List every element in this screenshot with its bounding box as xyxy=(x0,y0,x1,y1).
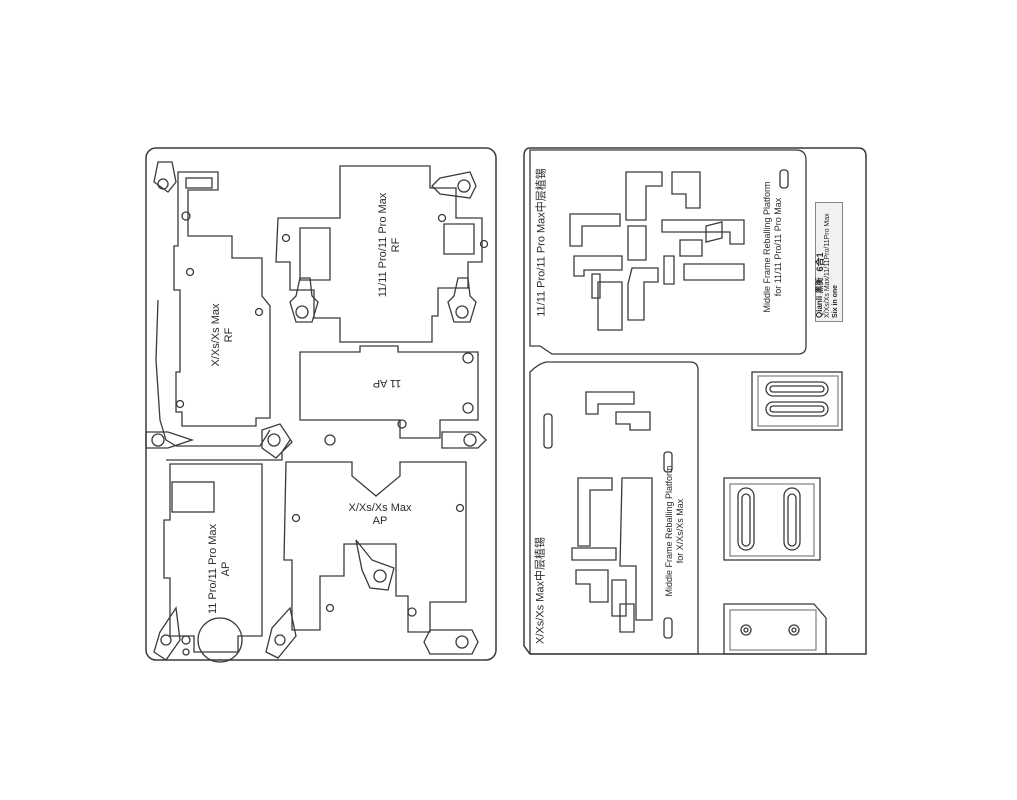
platform-11-slot xyxy=(779,169,789,189)
screw-post xyxy=(423,629,479,655)
screw-posts xyxy=(145,161,487,661)
platform-x-title: X/Xs/Xs Max中层植锡 xyxy=(534,537,547,644)
alignment-holes xyxy=(175,211,489,656)
label-rf-xxsmax: X/Xs/Xs Max RF xyxy=(210,290,236,380)
rf-xxsmax-pocket xyxy=(173,171,271,427)
brand-count: 6合1 xyxy=(815,252,825,272)
clamp-block xyxy=(723,477,821,561)
ap-xxsmax-pocket xyxy=(283,461,467,633)
platform-11-cutouts xyxy=(569,171,745,331)
right-plate xyxy=(523,147,867,655)
platform-11-title: 11/11 Pro/11 Pro Max中层植锡 xyxy=(535,168,548,317)
label-ap-11promax-model: 11 Pro/11 Pro Max xyxy=(207,523,219,615)
brand-models: X/Xs/Xs Max/11/11Pro/11Pro Max xyxy=(824,213,831,318)
label-rf-11: 11/11 Pro/11 Pro Max RF xyxy=(377,189,403,301)
screw-post xyxy=(145,431,195,449)
platform-x xyxy=(529,361,699,655)
clamp-block xyxy=(723,603,827,655)
label-rf-11-part: RF xyxy=(390,237,402,253)
brand-label: Qianli 黑衡 6合1 X/Xs/Xs Max/11/11Pro/11Pro… xyxy=(815,202,840,318)
label-ap-11promax-part: AP xyxy=(220,561,232,577)
platform-x-slot xyxy=(663,451,673,473)
platform-11-caption: Middle Frame Reballing Platform for 11/1… xyxy=(762,172,784,322)
mid-channel xyxy=(166,439,291,461)
screw-post xyxy=(447,277,477,323)
brand-logo: Qianli 黑衡 xyxy=(815,277,824,318)
screw-post xyxy=(153,161,177,193)
label-ap-xxsmax: X/Xs/Xs Max AP xyxy=(330,502,430,528)
rf-11-inner-right xyxy=(443,223,475,255)
screw-post xyxy=(355,539,395,591)
platform-x-slot xyxy=(543,413,553,449)
rf-11-inner-left xyxy=(299,227,331,281)
platform-x-caption-line2: for X/Xs/Xs Max xyxy=(675,498,685,564)
screw-post xyxy=(265,606,297,659)
label-rf-11-model: 11/11 Pro/11 Pro Max xyxy=(377,192,389,298)
screw-post xyxy=(261,423,293,459)
platform-11-caption-line2: for 11/11 Pro/11 Pro Max xyxy=(773,197,783,297)
platform-x-cutouts xyxy=(571,391,653,633)
brand-row: Qianli 黑衡 6合1 xyxy=(815,202,825,318)
platform-x-caption: Middle Frame Reballing Platform for X/Xs… xyxy=(664,456,686,606)
brand-tagline: Six in one xyxy=(832,284,839,318)
label-ap-11: 11 AP xyxy=(372,377,402,389)
label-rf-xxsmax-model: X/Xs/Xs Max xyxy=(210,303,222,367)
rf-slot xyxy=(185,177,213,189)
platform-11-caption-line1: Middle Frame Reballing Platform xyxy=(762,181,772,313)
label-ap-xxsmax-model: X/Xs/Xs Max xyxy=(348,502,412,514)
left-plate xyxy=(145,147,497,663)
label-ap-11promax: 11 Pro/11 Pro Max AP xyxy=(207,513,233,625)
left-channel xyxy=(155,299,271,447)
screw-post xyxy=(431,171,477,199)
platform-11 xyxy=(529,149,807,355)
label-ap-xxsmax-part: AP xyxy=(372,515,388,527)
ap-11-pocket xyxy=(299,345,479,439)
platform-x-slot xyxy=(663,617,673,639)
screw-post xyxy=(289,277,319,323)
platform-x-caption-line1: Middle Frame Reballing Platform xyxy=(664,465,674,597)
clamp-block xyxy=(751,371,843,431)
ap-11-round-recess xyxy=(197,617,243,663)
ap-11-slot xyxy=(171,481,215,513)
screw-post xyxy=(153,606,181,661)
rf-11-pocket xyxy=(275,165,483,343)
ap-11promax-pocket xyxy=(163,463,263,653)
label-rf-xxsmax-part: RF xyxy=(223,327,235,343)
screw-post xyxy=(441,431,487,449)
brand-badge xyxy=(815,202,843,322)
